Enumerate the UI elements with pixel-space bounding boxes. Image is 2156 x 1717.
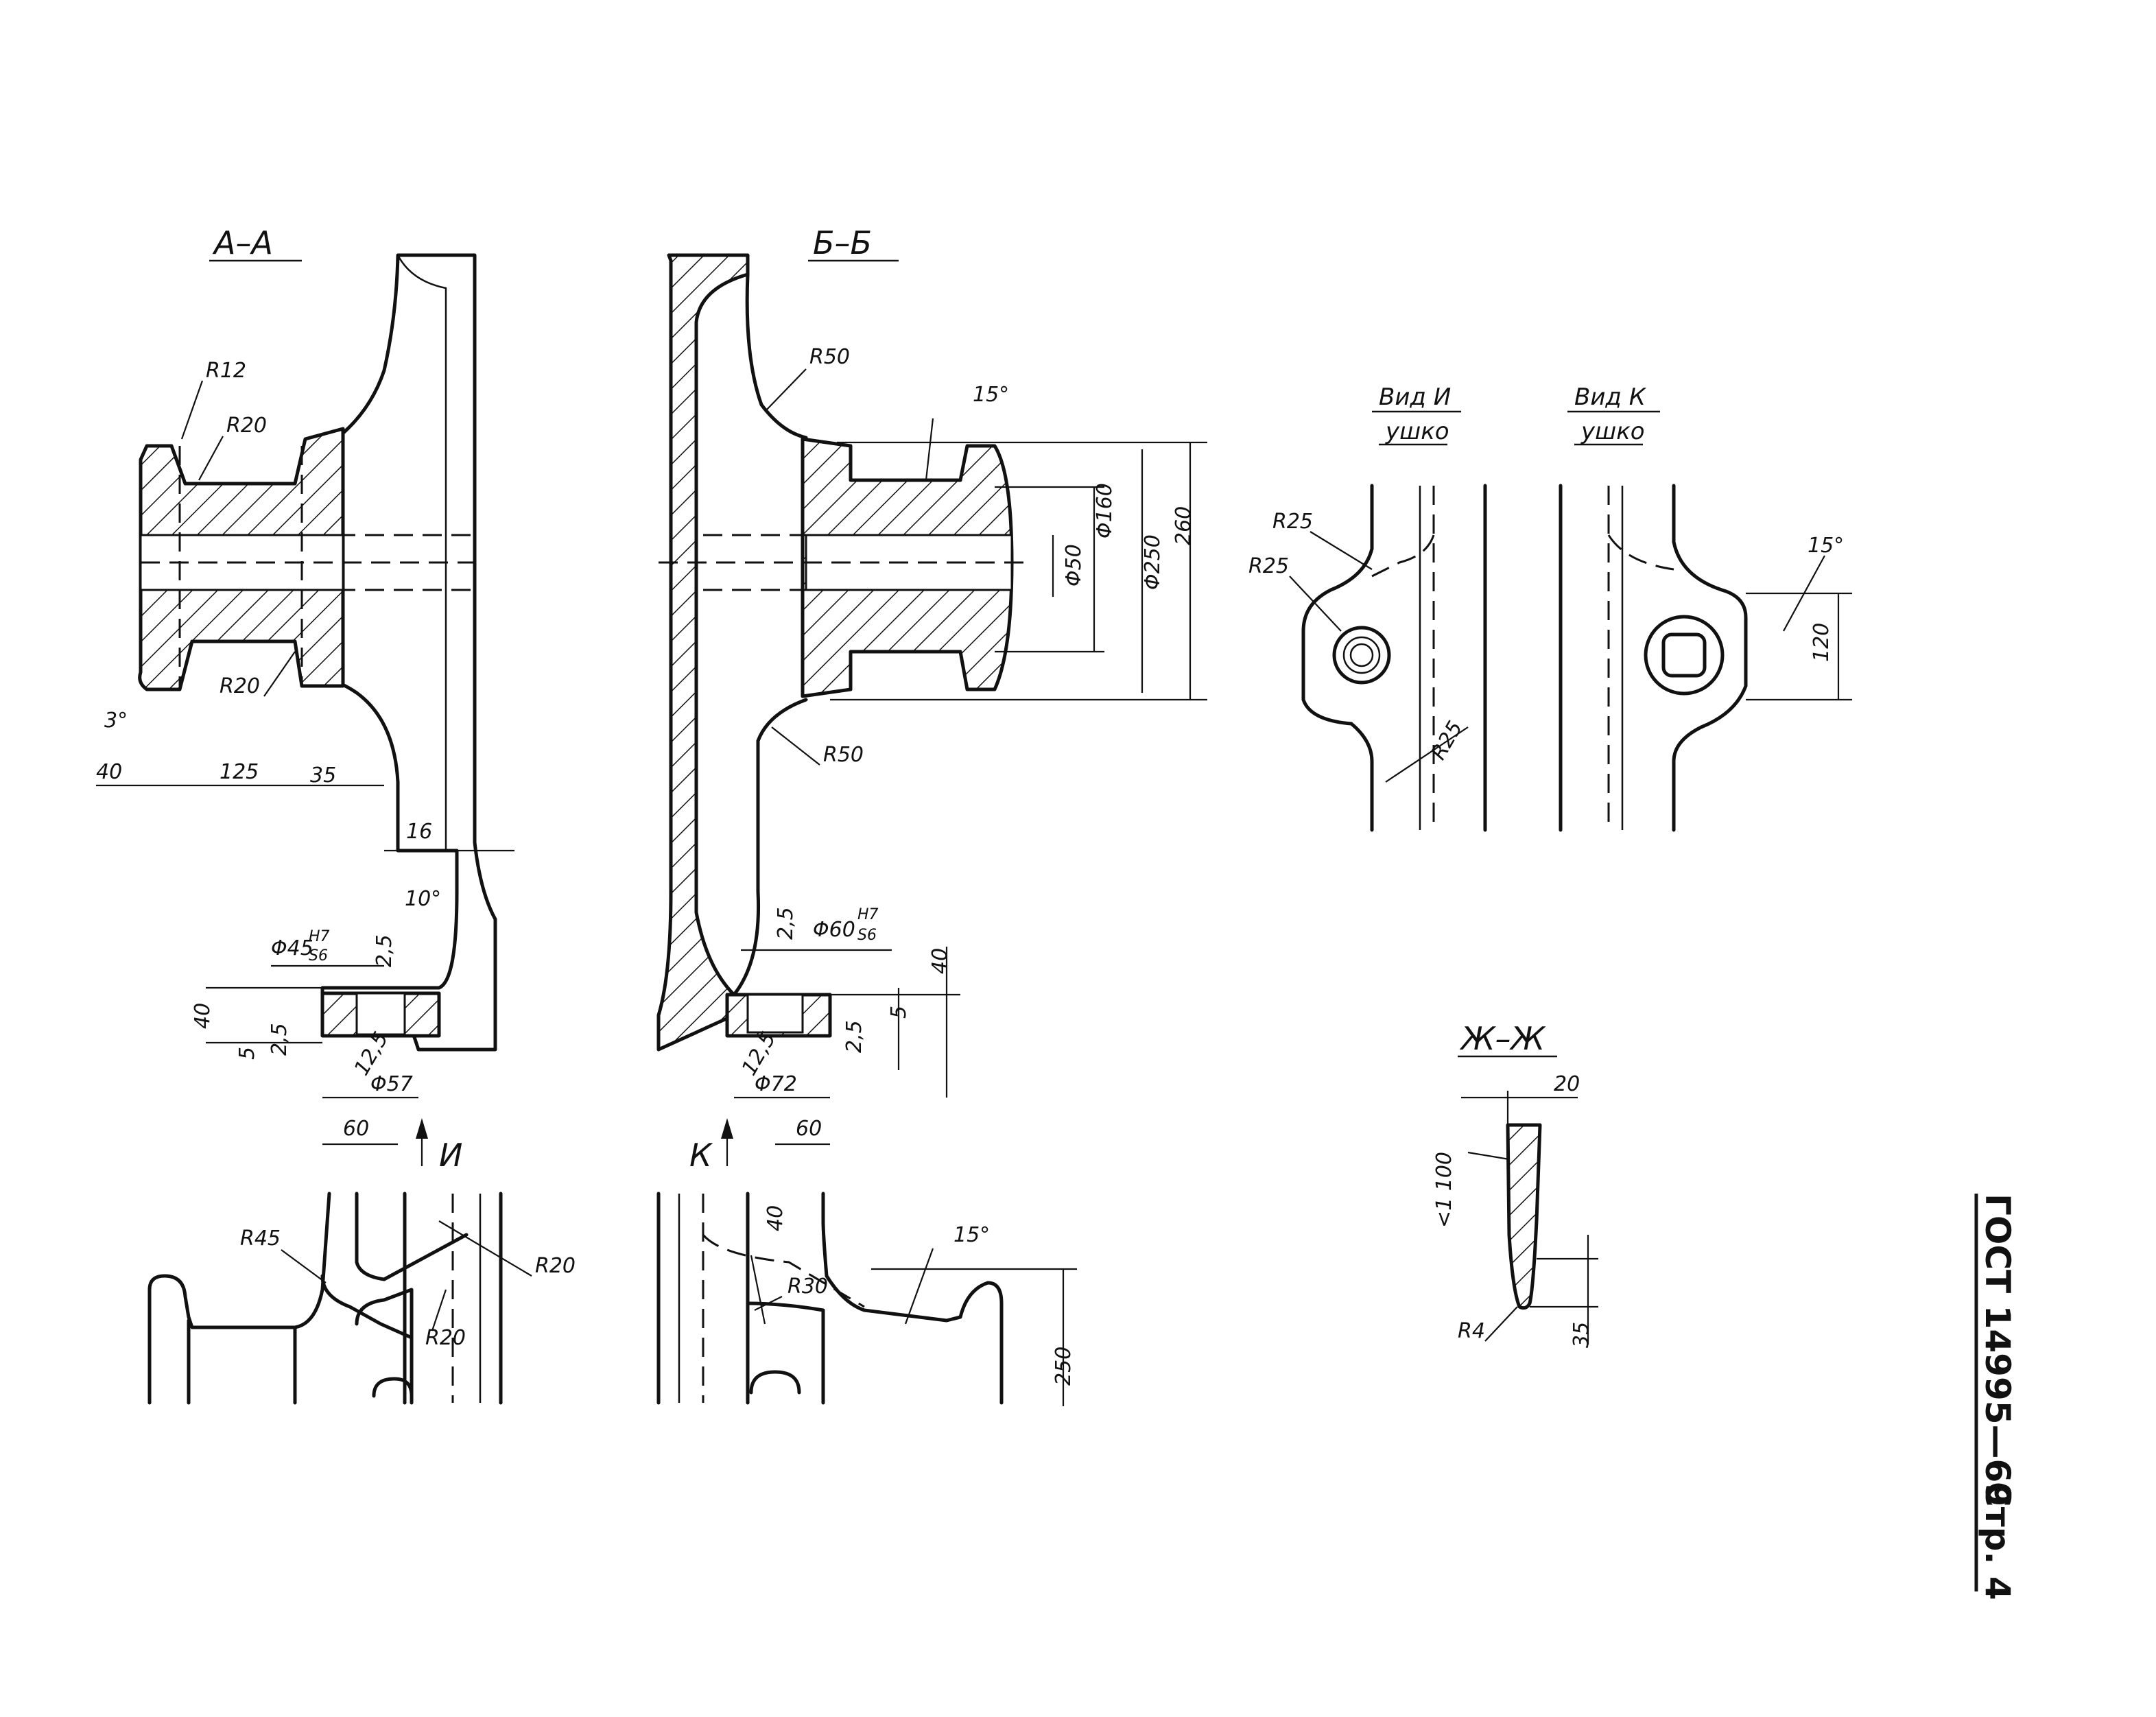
aa-v2-5: 2,5 xyxy=(268,1023,292,1056)
aa-deg3: 3° xyxy=(104,709,128,733)
zz-profile xyxy=(1506,1123,1542,1310)
view-k-deg15: 15° xyxy=(1808,534,1844,558)
bb-r2-5: 2,5 xyxy=(774,907,798,940)
aa-deg10: 10° xyxy=(405,887,441,911)
bb-phi160: Φ160 xyxy=(1093,483,1117,538)
bc-d40: 40 xyxy=(763,1205,787,1231)
bb-d60: 60 xyxy=(796,1117,822,1141)
bb-s6: S6 xyxy=(857,927,877,944)
view-i-title: Вид И xyxy=(1379,383,1451,411)
section-aa-title: А–А xyxy=(212,224,273,261)
arrow-i-label: И xyxy=(439,1137,462,1174)
view-i: Вид И ушко R25 R25 R25 xyxy=(1248,383,1487,832)
bc-deg15: 15° xyxy=(953,1223,990,1247)
aa-s6: S6 xyxy=(309,947,328,964)
bb-phi50: Φ50 xyxy=(1062,544,1086,587)
bb-phi72: Φ72 xyxy=(755,1072,797,1096)
aa-r2-5: 2,5 xyxy=(372,934,396,967)
section-zz: Ж–Ж 20 <1 100 R4 35 xyxy=(1432,1020,1598,1348)
bl-r45: R45 xyxy=(240,1227,281,1251)
view-k-sub: ушко xyxy=(1580,418,1645,445)
bb-d260: 260 xyxy=(1172,506,1196,545)
aa-d35: 35 xyxy=(310,763,336,788)
section-bb: Б–Б R50 15° Φ50 Φ160 Φ250 260 R50 2,5 Φ6 xyxy=(656,224,1207,1174)
footer-stamp: ГОСТ 14995—69 Стр. 4 xyxy=(1974,1194,2017,1600)
zz-r4: R4 xyxy=(1458,1319,1485,1343)
page-number: Стр. 4 xyxy=(1978,1482,2017,1600)
bottom-center-view: 40 R30 15° 250 xyxy=(656,1192,1077,1406)
aa-h7: H7 xyxy=(309,928,330,945)
section-zz-title: Ж–Ж xyxy=(1459,1020,1547,1057)
bl-r20-b: R20 xyxy=(425,1326,466,1350)
bc-r30: R30 xyxy=(787,1275,828,1299)
bc-d250: 250 xyxy=(1052,1347,1076,1386)
aa-r20-top: R20 xyxy=(226,414,267,438)
aa-v5: 5 xyxy=(235,1047,259,1060)
section-aa: А–А R12 R20 R20 3° 40 125 35 16 10° Φ45 … xyxy=(96,224,514,1174)
aa-d16: 16 xyxy=(406,820,432,844)
view-i-r25-a: R25 xyxy=(1272,510,1313,534)
bb-v2-5: 2,5 xyxy=(842,1020,866,1053)
section-bb-title: Б–Б xyxy=(813,224,872,261)
bottom-left-view: R45 R20 R20 xyxy=(147,1192,576,1405)
bl-r20-a: R20 xyxy=(535,1254,576,1278)
aa-v40: 40 xyxy=(191,1003,215,1029)
view-i-r25-b: R25 xyxy=(1248,554,1289,578)
bb-phi60: Φ60 xyxy=(813,918,855,942)
gost-number: ГОСТ 14995—69 xyxy=(1978,1194,2017,1506)
zz-d35: 35 xyxy=(1569,1322,1594,1348)
bb-phi250: Φ250 xyxy=(1141,534,1165,590)
aa-r12: R12 xyxy=(206,359,246,383)
bb-r50-bot: R50 xyxy=(823,743,864,767)
bb-rim xyxy=(656,253,750,1052)
arrow-k-label: К xyxy=(689,1137,713,1174)
zz-d20: 20 xyxy=(1554,1072,1580,1096)
aa-r20-bot: R20 xyxy=(220,674,260,698)
view-k-d120: 120 xyxy=(1810,623,1834,662)
aa-phi57: Φ57 xyxy=(370,1072,413,1096)
view-k-title: Вид К xyxy=(1574,383,1647,411)
zz-slope: <1 100 xyxy=(1432,1152,1456,1228)
bb-deg15: 15° xyxy=(973,383,1009,407)
view-k: Вид К ушко 15° 120 xyxy=(1559,383,1852,832)
bb-v40: 40 xyxy=(928,948,952,974)
aa-d40: 40 xyxy=(96,760,122,784)
aa-d60: 60 xyxy=(343,1117,369,1141)
view-i-sub: ушко xyxy=(1385,418,1449,445)
bb-r50-top: R50 xyxy=(809,345,850,369)
aa-phi45: Φ45 xyxy=(271,936,313,960)
aa-d125: 125 xyxy=(220,760,259,784)
bb-h7: H7 xyxy=(857,906,879,923)
aa-rim xyxy=(320,253,497,1052)
